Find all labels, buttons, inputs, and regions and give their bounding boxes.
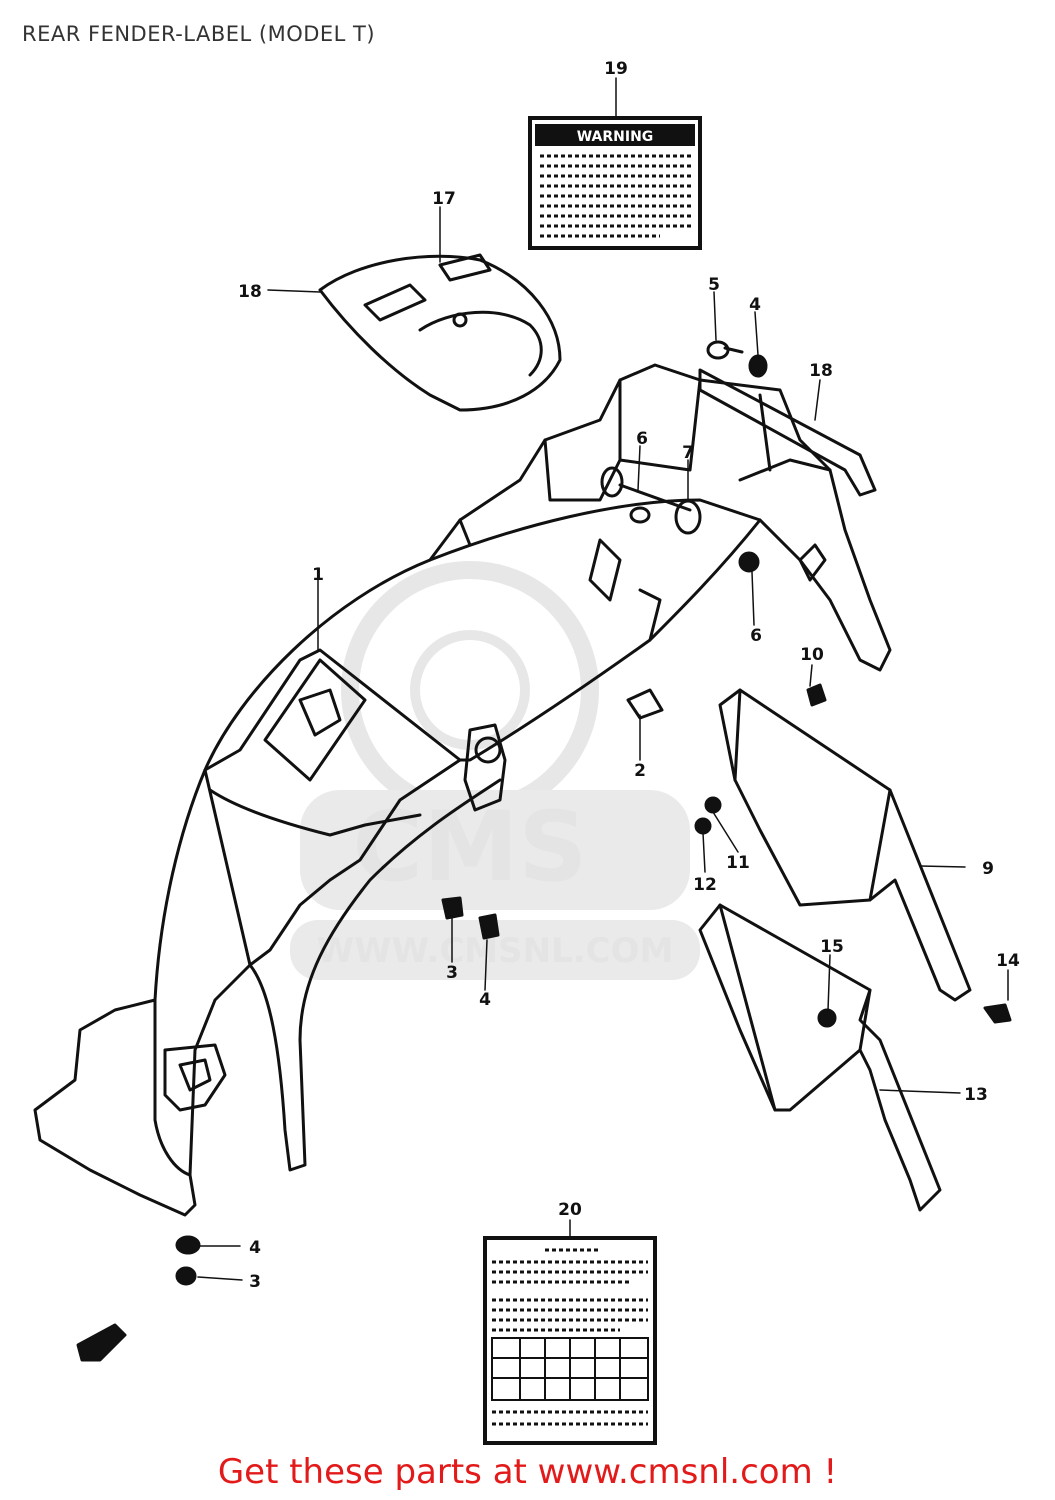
bolt-14 [983, 1003, 1012, 1024]
mid-hardware [441, 896, 500, 940]
callout-4-bottom: 4 [249, 1238, 261, 1258]
watermark-mascot [341, 561, 599, 819]
callout-10: 10 [800, 645, 824, 665]
callout-18-bracket: 18 [809, 361, 833, 381]
callout-1: 1 [312, 565, 324, 585]
page-title: REAR FENDER-LABEL (MODEL T) [22, 22, 376, 46]
info-label [483, 1236, 657, 1445]
clip-part [626, 688, 664, 720]
warning-label: WARNING [528, 116, 702, 250]
washer-15 [817, 1008, 837, 1028]
footer-link[interactable]: Get these parts at www.cmsnl.com ! [217, 1452, 838, 1492]
callout-7: 7 [682, 443, 694, 463]
callout-19: 19 [604, 59, 628, 79]
callout-4-mid: 4 [479, 990, 491, 1010]
callout-6-top: 6 [636, 429, 648, 449]
callout-11: 11 [726, 853, 750, 873]
bottom-hardware [175, 1235, 201, 1286]
callout-17: 17 [432, 189, 456, 209]
leader-lines [197, 77, 1009, 1281]
nut-12 [694, 817, 712, 835]
callout-3-mid: 3 [446, 963, 458, 983]
top-hardware [600, 340, 768, 573]
tail-bracket [698, 368, 877, 497]
callout-2: 2 [634, 761, 646, 781]
mudflap-lower [698, 903, 942, 1212]
small-plate [76, 1323, 127, 1362]
callout-14: 14 [996, 951, 1020, 971]
warning-label-heading: WARNING [577, 129, 654, 145]
watermark-site: WWW.CMSNL.COM [317, 931, 674, 971]
callouts: 19 17 18 5 4 18 6 7 6 1 10 2 11 12 9 3 4… [238, 59, 1020, 1292]
callout-3-bottom: 3 [249, 1272, 261, 1292]
callout-6-lower: 6 [750, 626, 762, 646]
callout-15: 15 [820, 937, 844, 957]
callout-9: 9 [982, 859, 994, 879]
mount-hole [474, 736, 502, 764]
callout-5: 5 [708, 275, 720, 295]
callout-13: 13 [964, 1085, 988, 1105]
rear-fender [33, 363, 892, 1217]
watermark-brand: CMS [352, 791, 587, 903]
nut-11 [704, 796, 722, 814]
callout-20: 20 [558, 1200, 582, 1220]
mudflap [718, 688, 972, 1002]
seat-cover [318, 253, 562, 412]
bolt-10 [806, 683, 827, 707]
callout-12: 12 [693, 875, 717, 895]
callout-18-seat: 18 [238, 282, 262, 302]
callout-4-top: 4 [749, 295, 761, 315]
